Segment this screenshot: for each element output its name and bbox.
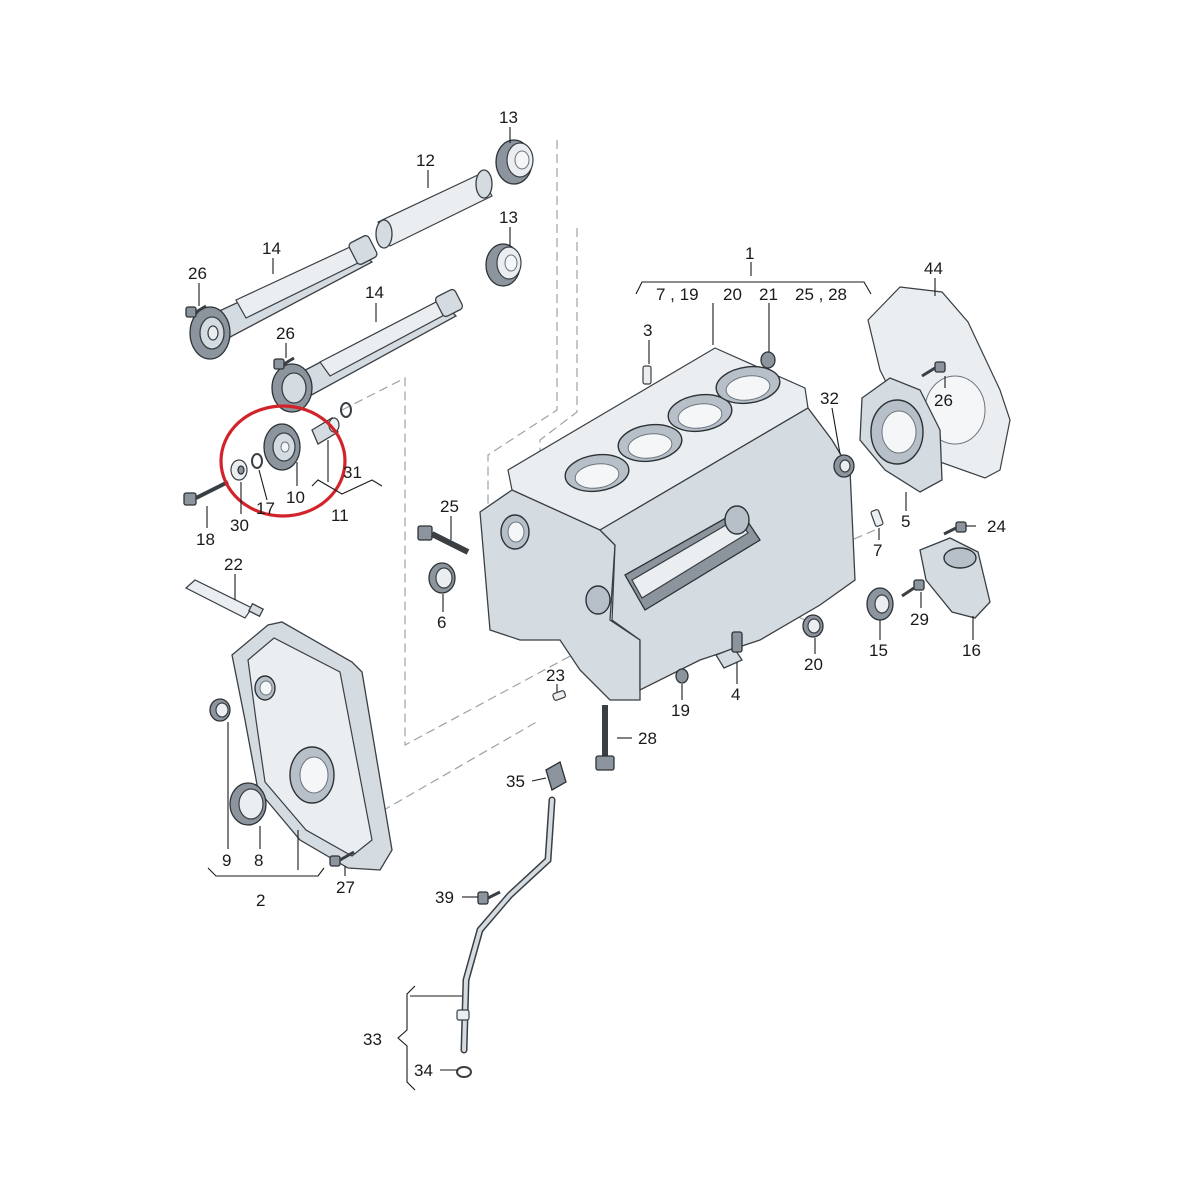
needle-bearing-lower [485,243,522,287]
label-15: 15 [869,641,888,660]
label-13a: 13 [499,108,518,127]
plug-19 [675,668,689,684]
label-23: 23 [546,666,565,685]
o-ring-near-axle [340,402,352,418]
label-1: 1 [745,244,754,263]
label-8: 8 [254,851,263,870]
dipstick-guide-tube [456,796,556,1054]
needle-bearing-upper [495,139,534,185]
balance-shaft-tube [375,169,493,249]
label-14b: 14 [365,283,384,302]
lower-shaft-gear [271,363,313,413]
cylinder-bores [564,365,781,493]
label-4: 4 [731,685,740,704]
label-24: 24 [987,517,1006,536]
label-39: 39 [435,888,454,907]
bolt-25 [417,525,470,555]
o-ring-17 [251,453,263,469]
label-26b: 26 [276,324,295,343]
bolt-26-upper [185,304,207,318]
label-26c: 26 [934,391,953,410]
label-14a: 14 [262,239,281,258]
label-1-sub-d: 25 , 28 [795,285,847,304]
intermediate-gear [263,423,301,471]
label-5: 5 [901,512,910,531]
bolt-28 [595,705,615,771]
dowel-pin-3 [642,365,652,385]
washer-30 [230,459,248,481]
label-1-sub-c: 21 [759,285,778,304]
seal-9 [209,698,231,722]
dowel-pin-7 [870,509,884,527]
label-26a: 26 [188,264,207,283]
label-32: 32 [820,389,839,408]
label-7: 7 [873,541,882,560]
label-31: 31 [343,463,362,482]
label-27: 27 [336,878,355,897]
label-16: 16 [962,641,981,660]
label-13b: 13 [499,208,518,227]
label-34: 34 [414,1061,433,1080]
label-9: 9 [222,851,231,870]
bolt-26-rear [921,361,946,378]
lower-balance-shaft [271,288,464,413]
label-2: 2 [256,891,265,910]
rear-plate-44 [867,286,1011,479]
housing-16 [919,537,991,619]
label-11: 11 [331,506,349,525]
label-1-sub-b: 20 [723,285,742,304]
label-1-sub-a: 7 , 19 [656,285,699,304]
upper-balance-shaft [189,235,378,360]
bolt-18 [183,480,229,506]
label-20: 20 [804,655,823,674]
dipstick-handle-35 [545,761,567,791]
bolt-26-middle [273,356,295,370]
plug-20 [802,614,824,638]
label-10: 10 [286,488,305,507]
label-6: 6 [437,613,446,632]
label-17: 17 [256,499,275,518]
highlight-circle [219,404,347,518]
bolt-29 [901,579,925,598]
label-44: 44 [924,259,943,278]
label-30: 30 [230,516,249,535]
leader-lines [198,127,976,1091]
bolt-39 [477,890,501,905]
crankshaft-seal-8 [229,782,267,826]
label-25: 25 [440,497,459,516]
label-19: 19 [671,701,690,720]
seal-32 [833,454,855,478]
o-ring-34 [456,1066,472,1078]
label-18: 18 [196,530,215,549]
callout-labels: 1 7 , 19 20 21 25 , 28 2 3 4 5 6 7 8 9 1… [188,108,1006,1080]
timing-case-cover [231,621,393,871]
bolt-27 [329,850,355,867]
label-3: 3 [643,321,652,340]
seal-6 [428,562,456,594]
sensor-4 [715,631,743,669]
label-12: 12 [416,151,435,170]
sender-wheel-15 [866,587,894,621]
label-35: 35 [506,772,525,791]
label-29: 29 [910,610,929,629]
label-22: 22 [224,555,243,574]
dowel-pin-23 [552,690,567,701]
plug-21 [760,351,776,369]
upper-shaft-gear [189,306,231,360]
label-28: 28 [638,729,657,748]
cylinder-block [479,347,856,701]
label-33: 33 [363,1030,382,1049]
sealant-tube [184,579,265,619]
bolt-24 [943,521,967,536]
rear-seal-flange-5 [859,377,943,493]
